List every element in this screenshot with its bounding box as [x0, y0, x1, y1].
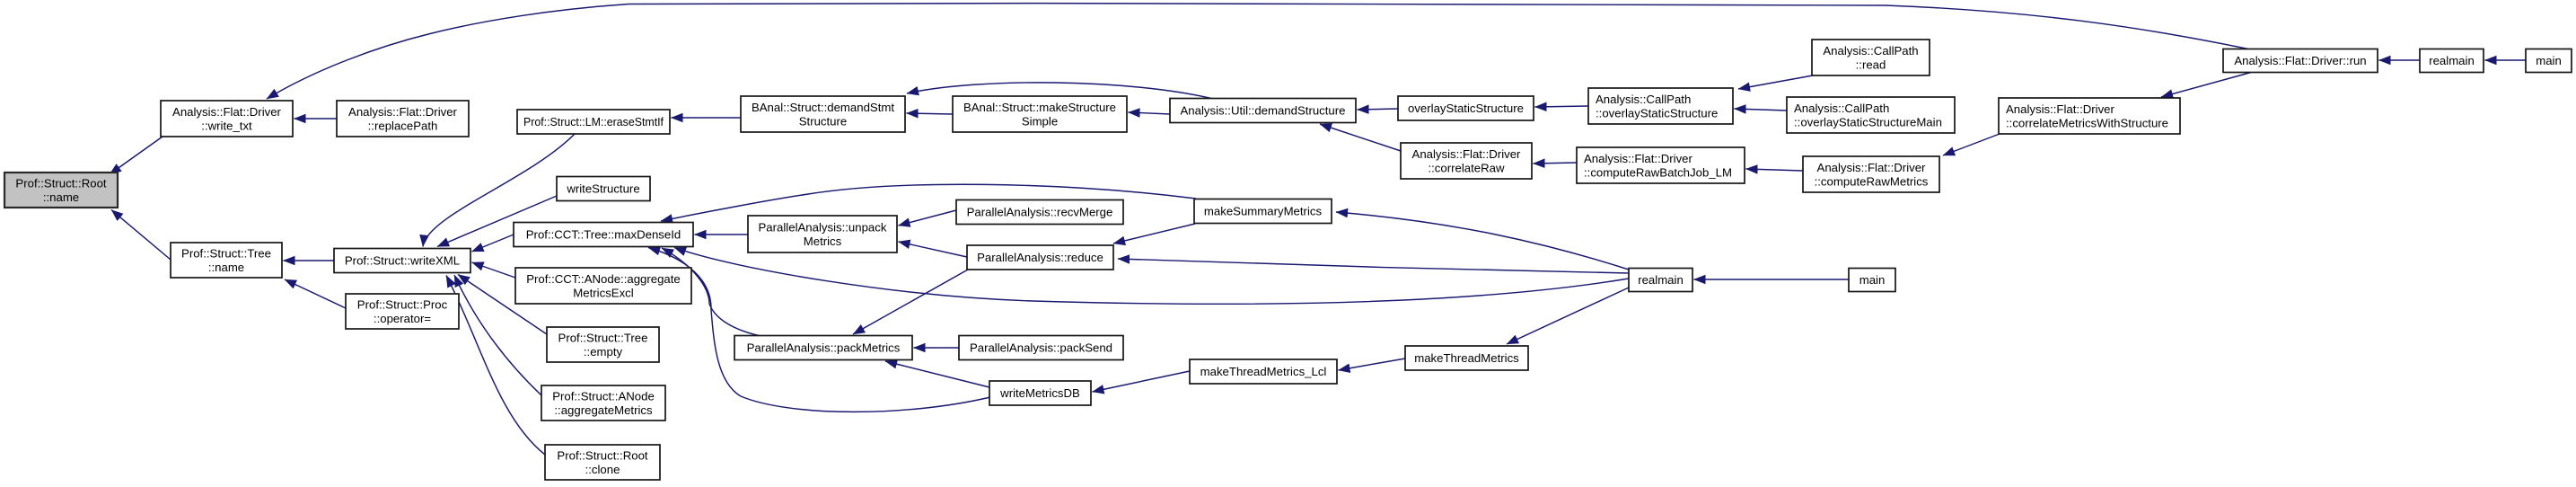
svg-text:MetricsExcl: MetricsExcl [573, 286, 633, 299]
svg-text:::empty: ::empty [584, 345, 623, 359]
svg-text:main: main [1859, 273, 1886, 287]
svg-text:Analysis::Flat::Driver::run: Analysis::Flat::Driver::run [2234, 54, 2366, 67]
svg-text:BAnal::Struct::makeStructure: BAnal::Struct::makeStructure [963, 101, 1116, 114]
svg-text:Prof::Struct::writeXML: Prof::Struct::writeXML [345, 254, 460, 268]
svg-text:makeThreadMetrics: makeThreadMetrics [1414, 351, 1519, 365]
svg-text:BAnal::Struct::demandStmt: BAnal::Struct::demandStmt [752, 101, 894, 114]
svg-text:Prof::Struct::Tree: Prof::Struct::Tree [558, 331, 648, 344]
svg-text:realmain: realmain [1638, 273, 1684, 287]
svg-text:writeStructure: writeStructure [566, 182, 639, 196]
svg-text:Prof::Struct::ANode: Prof::Struct::ANode [552, 389, 655, 403]
svg-text:::replacePath: ::replacePath [368, 119, 438, 132]
svg-text:Structure: Structure [799, 114, 848, 128]
svg-text:writeMetricsDB: writeMetricsDB [999, 386, 1080, 400]
svg-text:Analysis::CallPath: Analysis::CallPath [1794, 102, 1889, 115]
svg-text:main: main [2536, 54, 2562, 67]
svg-text:Analysis::Flat::Driver: Analysis::Flat::Driver [2006, 102, 2115, 116]
svg-text:makeSummaryMetrics: makeSummaryMetrics [1204, 205, 1323, 218]
svg-text:Analysis::Flat::Driver: Analysis::Flat::Driver [348, 105, 458, 119]
svg-text:::computeRawMetrics: ::computeRawMetrics [1815, 174, 1929, 188]
svg-text:::name: ::name [43, 190, 79, 204]
svg-text:Prof::Struct::Proc: Prof::Struct::Proc [357, 297, 448, 311]
svg-text:ParallelAnalysis::packSend: ParallelAnalysis::packSend [970, 341, 1112, 355]
svg-text:Prof::CCT::ANode::aggregate: Prof::CCT::ANode::aggregate [526, 272, 681, 286]
svg-text:::name: ::name [208, 261, 244, 274]
svg-text:Metrics: Metrics [804, 235, 842, 248]
svg-text:overlayStaticStructure: overlayStaticStructure [1408, 102, 1524, 115]
svg-text:::read: ::read [1856, 58, 1886, 71]
svg-text:Analysis::Flat::Driver: Analysis::Flat::Driver [1584, 152, 1693, 165]
svg-text:ParallelAnalysis::packMetrics: ParallelAnalysis::packMetrics [747, 341, 901, 355]
svg-text:Analysis::Flat::Driver: Analysis::Flat::Driver [172, 105, 282, 119]
svg-text:Analysis::Flat::Driver: Analysis::Flat::Driver [1817, 161, 1927, 174]
svg-text:::computeRawBatchJob_LM: ::computeRawBatchJob_LM [1584, 165, 1732, 179]
svg-text:Analysis::CallPath: Analysis::CallPath [1823, 44, 1918, 58]
svg-text:::operator=: ::operator= [374, 312, 431, 325]
svg-text:Simple: Simple [1022, 114, 1058, 128]
svg-text:ParallelAnalysis::recvMerge: ParallelAnalysis::recvMerge [967, 206, 1113, 219]
svg-text:Prof::Struct::LM::eraseStmtIf: Prof::Struct::LM::eraseStmtIf [523, 115, 664, 128]
svg-text:::overlayStaticStructureMain: ::overlayStaticStructureMain [1794, 115, 1942, 128]
svg-text:Prof::Struct::Tree: Prof::Struct::Tree [181, 246, 271, 260]
svg-text:::overlayStaticStructure: ::overlayStaticStructure [1596, 106, 1718, 120]
svg-text:::correlateRaw: ::correlateRaw [1428, 161, 1504, 174]
svg-text:makeThreadMetrics_Lcl: makeThreadMetrics_Lcl [1200, 365, 1327, 378]
svg-text:Analysis::CallPath: Analysis::CallPath [1596, 93, 1691, 106]
svg-text:ParallelAnalysis::reduce: ParallelAnalysis::reduce [977, 251, 1103, 264]
svg-text:Prof::Struct::Root: Prof::Struct::Root [557, 448, 647, 462]
svg-text:::write_txt: ::write_txt [201, 119, 252, 132]
svg-text:::clone: ::clone [585, 463, 620, 476]
svg-text:Prof::Struct::Root: Prof::Struct::Root [15, 176, 106, 190]
svg-text:Analysis::Util::demandStructur: Analysis::Util::demandStructure [1181, 104, 1346, 118]
svg-text:::aggregateMetrics: ::aggregateMetrics [554, 403, 653, 417]
svg-text:ParallelAnalysis::unpack: ParallelAnalysis::unpack [759, 220, 887, 234]
svg-text:realmain: realmain [2429, 54, 2475, 67]
svg-text:Prof::CCT::Tree::maxDenseId: Prof::CCT::Tree::maxDenseId [526, 228, 681, 242]
svg-text:::correlateMetricsWithStructur: ::correlateMetricsWithStructure [2006, 116, 2168, 129]
svg-text:Analysis::Flat::Driver: Analysis::Flat::Driver [1412, 147, 1522, 161]
